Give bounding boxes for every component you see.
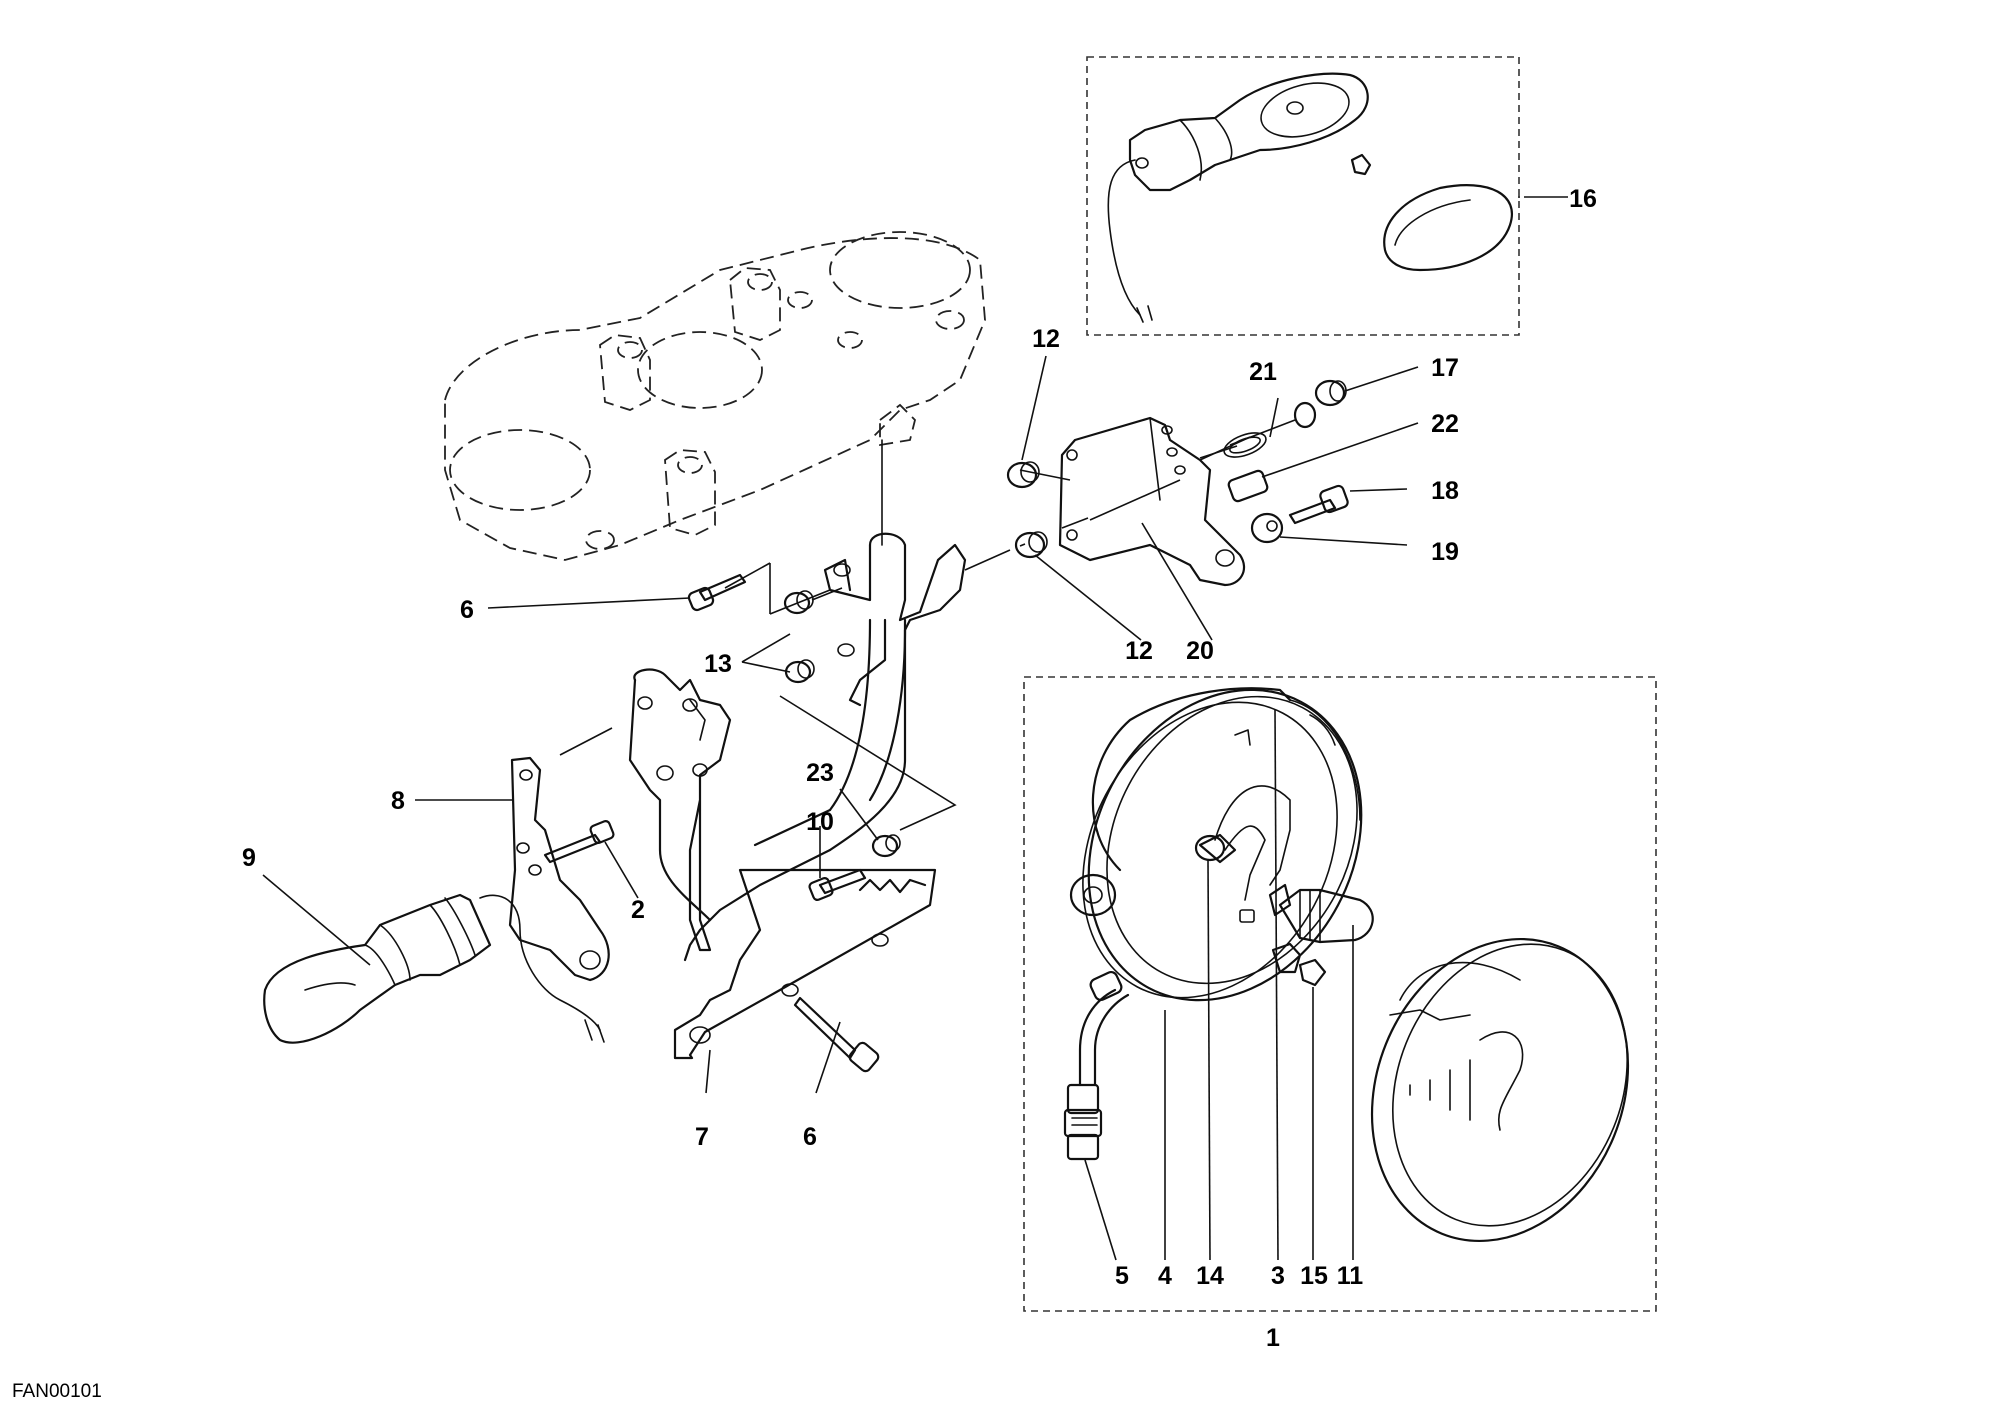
- callout-6-lower: 6: [803, 1123, 817, 1151]
- callout-labels: 6 13 8 9 2 23 10 7 6 12 12 20 16 21 17 2…: [12, 185, 1597, 1402]
- callout-21: 21: [1249, 358, 1277, 386]
- headlight-assembly: [1063, 687, 1630, 1243]
- left-bracket-upper: [628, 668, 732, 952]
- callout-6: 6: [460, 596, 474, 624]
- assembly-guide-lines: [559, 419, 1296, 831]
- callout-15: 15: [1300, 1262, 1328, 1290]
- drawing-code: FAN00101: [12, 1381, 102, 1402]
- headlight-assembly-box: [1023, 676, 1657, 1312]
- callout-23: 23: [806, 759, 834, 787]
- left-turn-indicator: [263, 893, 605, 1044]
- upper-triple-clamp: [444, 231, 986, 561]
- callout-1: 1: [1266, 1324, 1280, 1352]
- callout-22: 22: [1431, 410, 1459, 438]
- callout-7: 7: [695, 1123, 709, 1151]
- indicator-bracket: [508, 756, 610, 982]
- headlamp-mounting-bracket: [1006, 416, 1246, 587]
- callout-12-upper: 12: [1032, 325, 1060, 353]
- callout-13: 13: [704, 650, 732, 678]
- callout-10: 10: [806, 808, 834, 836]
- callout-12-lower: 12: [1125, 637, 1153, 665]
- callout-3: 3: [1271, 1262, 1285, 1290]
- callout-20: 20: [1186, 637, 1214, 665]
- callout-8: 8: [391, 787, 405, 815]
- right-turn-indicator: [1107, 72, 1513, 323]
- callout-17: 17: [1431, 354, 1459, 382]
- callout-2: 2: [631, 896, 645, 924]
- fasteners-right: [1223, 379, 1349, 544]
- callout-leaders: [262, 196, 1568, 1261]
- callout-11: 11: [1337, 1262, 1364, 1290]
- callout-18: 18: [1431, 477, 1459, 505]
- callout-14: 14: [1196, 1262, 1224, 1290]
- callout-19: 19: [1431, 538, 1459, 566]
- headlight-support-bracket: [673, 532, 967, 1060]
- right-indicator-box: [1086, 56, 1520, 336]
- callout-4: 4: [1158, 1262, 1172, 1290]
- callout-5: 5: [1115, 1262, 1129, 1290]
- callout-16: 16: [1569, 185, 1597, 213]
- callout-9: 9: [242, 844, 256, 872]
